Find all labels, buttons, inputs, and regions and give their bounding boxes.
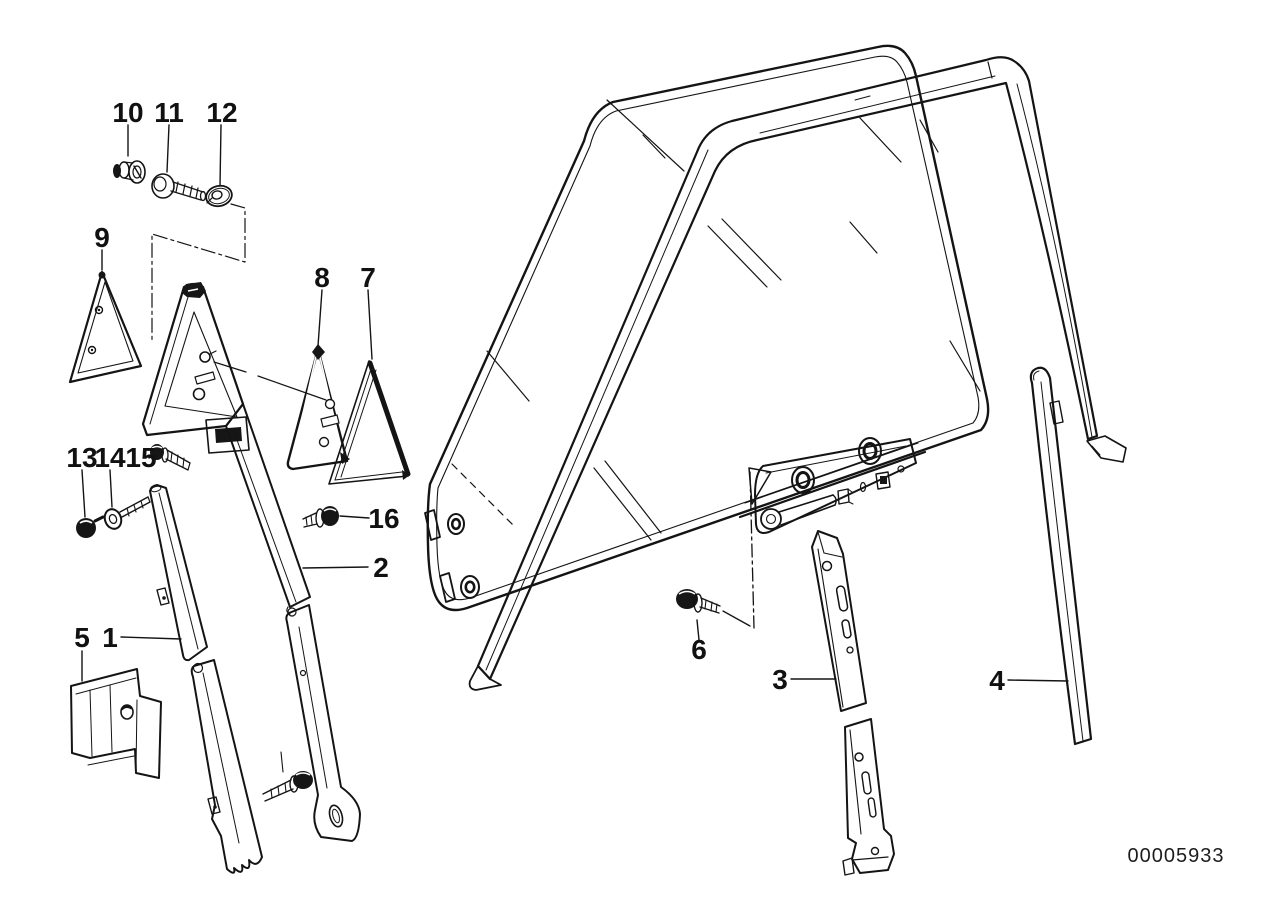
part-7-triangle-gasket bbox=[328, 360, 411, 485]
glass-bottom-edge bbox=[738, 450, 927, 519]
callout-1: 1 bbox=[102, 622, 118, 653]
glass-grommets bbox=[447, 437, 882, 599]
callout-16: 16 bbox=[368, 503, 399, 534]
part-10-rivet bbox=[113, 160, 146, 184]
glass-edge-clips bbox=[424, 509, 456, 603]
lower-bolt bbox=[262, 751, 313, 802]
glass-bottom-edge-inner bbox=[744, 442, 919, 504]
callout-6: 6 bbox=[691, 634, 707, 665]
glass-reflection-lines bbox=[451, 99, 981, 541]
part-14-washer bbox=[103, 496, 151, 530]
part-6-bolt bbox=[676, 589, 751, 627]
callout-3: 3 bbox=[772, 664, 788, 695]
callout-10: 10 bbox=[112, 97, 143, 128]
callout-2: 2 bbox=[373, 552, 389, 583]
callout-7: 7 bbox=[360, 262, 376, 293]
part-8-triangle-seal bbox=[286, 344, 350, 471]
callout-14: 14 bbox=[94, 442, 126, 473]
callout-13: 13 bbox=[66, 442, 97, 473]
part-12-washer bbox=[205, 184, 233, 208]
callout-9: 9 bbox=[94, 222, 110, 253]
callout-12: 12 bbox=[206, 97, 237, 128]
callout-11: 11 bbox=[154, 97, 184, 128]
callout-5: 5 bbox=[74, 622, 90, 653]
position-locator-line bbox=[748, 467, 772, 629]
callout-8: 8 bbox=[314, 262, 330, 293]
part-4-guide-rail bbox=[1029, 366, 1093, 746]
part-2-guide-rail bbox=[141, 282, 361, 842]
part-5-bracket bbox=[70, 668, 162, 779]
window-lift-bracket bbox=[754, 438, 917, 534]
window-guide-frame bbox=[468, 56, 1127, 691]
callout-leader-lines bbox=[81, 124, 1069, 682]
callout-labels: 1 2 3 4 5 6 7 8 9 10 11 12 13 14 15 16 bbox=[66, 97, 1005, 696]
part-1-cover-strip bbox=[149, 484, 263, 874]
part-11-screw bbox=[151, 173, 207, 202]
drawing-number: 00005933 bbox=[1128, 845, 1225, 867]
callout-4: 4 bbox=[989, 665, 1005, 696]
callout-15: 15 bbox=[125, 442, 156, 473]
part-3-bracket bbox=[811, 530, 895, 876]
part-16-bolt bbox=[302, 506, 339, 528]
part-13-pin bbox=[76, 515, 105, 538]
part-9-triangle-cover bbox=[68, 270, 143, 384]
construction-lines bbox=[151, 203, 327, 401]
window-glass bbox=[424, 44, 990, 612]
